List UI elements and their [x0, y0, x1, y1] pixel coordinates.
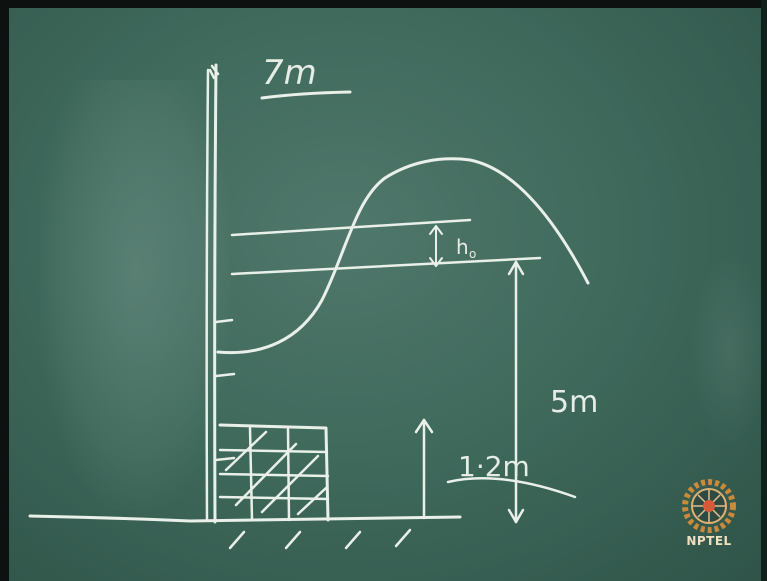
ground-line — [28, 514, 462, 523]
wave-profile-curve — [216, 157, 590, 355]
nptel-emblem-icon — [682, 479, 736, 533]
title-underline — [260, 90, 352, 100]
wall-line — [213, 63, 218, 524]
ground-hatching — [228, 528, 412, 550]
wall-top — [208, 64, 220, 80]
block-height-label: 1·2m — [458, 450, 530, 483]
still-water-line — [230, 256, 542, 276]
structure-block — [218, 423, 330, 522]
nptel-logo-text: NPTEL — [686, 534, 732, 548]
board-frame-left — [0, 0, 9, 581]
board-frame-right — [761, 0, 767, 581]
nptel-logo: NPTEL — [674, 476, 744, 554]
block-label-underline — [446, 477, 577, 499]
title-label: 7m — [262, 53, 317, 93]
eraser-smudge-right — [690, 250, 767, 450]
upper-level-line — [230, 218, 472, 237]
head-symbol-label: h — [456, 235, 469, 259]
wall-hatching — [214, 318, 236, 462]
eraser-smudge — [40, 80, 230, 510]
block-height-arrow — [414, 418, 434, 520]
wall-line-inner — [205, 68, 210, 522]
head-subscript-label: o — [469, 247, 476, 261]
total-height-label: 5m — [550, 385, 598, 420]
board-frame-top — [0, 0, 767, 8]
head-arrow — [429, 225, 443, 267]
total-height-arrow — [507, 260, 525, 524]
